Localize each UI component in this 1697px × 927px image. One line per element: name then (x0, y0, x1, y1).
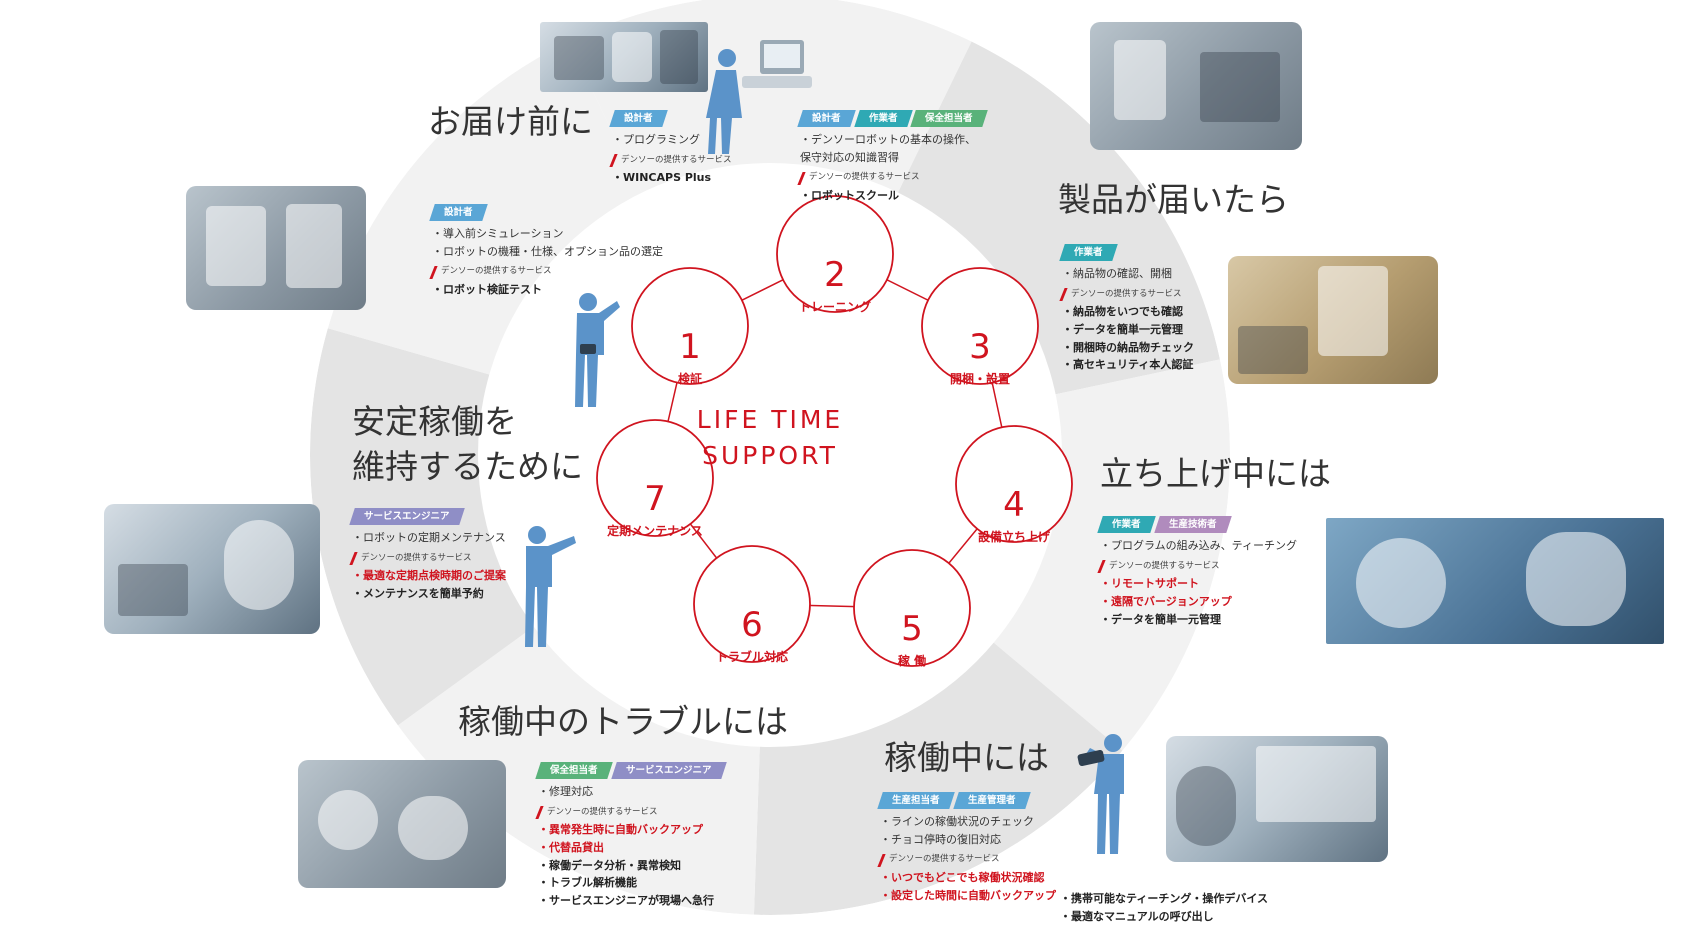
description-list: プログラムの組み込み、ティーチング (1100, 537, 1297, 555)
description-list: ラインの稼働状況のチェック チョコ停時の復旧対応 (880, 813, 1056, 848)
block-in-operation-extra: 携帯可能なティーチング・操作デバイス 最適なマニュアルの呼び出し (1060, 890, 1268, 925)
photo-robot-training (1090, 22, 1302, 150)
service-list: 納品物をいつでも確認 データを簡単一元管理 開梱時の納品物チェック 高セキュリテ… (1062, 303, 1194, 373)
service-heading: デンソーの提供するサービス (877, 853, 1056, 867)
step-name: トレーニング (798, 300, 871, 314)
heading-before-delivery: お届け前に (428, 102, 593, 141)
role-tags: 保全担当者 サービスエンジニア (535, 762, 726, 780)
block-programming: 設計者 プログラミング デンソーの提供するサービス WINCAPS Plus (609, 110, 732, 187)
step-name: 開梱・設置 (949, 372, 1010, 386)
step-5: 5 稼 働 (852, 612, 972, 669)
step-2: 2 トレーニング (775, 258, 895, 315)
role-tags: 設計者 (429, 204, 663, 222)
block-maintenance: サービスエンジニア ロボットの定期メンテナンス デンソーの提供するサービス 最適… (349, 508, 506, 603)
role-tag: 作業者 (1097, 516, 1156, 534)
service-list: ロボットスクール (800, 187, 985, 205)
service-heading: デンソーの提供するサービス (429, 265, 663, 279)
heading-maintenance: 安定稼働を 維持するために (352, 402, 583, 486)
step-3: 3 開梱・設置 (920, 330, 1040, 387)
service-heading: デンソーの提供するサービス (609, 154, 732, 168)
service-list: いつでもどこでも稼働状況確認 設定した時間に自動バックアップ (880, 869, 1056, 904)
heading-trouble: 稼働中のトラブルには (458, 702, 788, 741)
role-tag: 生産管理者 (952, 792, 1030, 810)
service-list: 異常発生時に自動バックアップ 代替品貸出 稼働データ分析・異常検知 トラブル解析… (538, 821, 723, 909)
role-tag: 作業者 (853, 110, 912, 128)
description-list: 納品物の確認、開梱 (1062, 265, 1194, 283)
block-in-operation: 生産担当者 生産管理者 ラインの稼働状況のチェック チョコ停時の復旧対応 デンソ… (877, 792, 1056, 904)
heading-on-arrival: 製品が届いたら (1058, 180, 1289, 219)
block-training: 設計者 作業者 保全担当者 デンソーロボットの基本の操作、 保守対応の知識習得 … (797, 110, 988, 205)
step-name: 定期メンテナンス (607, 524, 703, 538)
step-number: 4 (1003, 485, 1025, 525)
description-list: ロボットの定期メンテナンス (352, 529, 506, 547)
step-number: 6 (741, 605, 763, 645)
step-number: 5 (901, 609, 923, 649)
service-list: ロボット検証テスト (432, 281, 663, 299)
description-list: デンソーロボットの基本の操作、 保守対応の知識習得 (800, 131, 985, 166)
worker-figure-maintenance (525, 526, 576, 647)
center-title: LIFE TIME SUPPORT (696, 405, 844, 471)
worker-figure-operation (1077, 734, 1124, 854)
step-name: 検証 (677, 372, 702, 386)
role-tags: 設計者 (609, 110, 732, 128)
step-4: 4 設備立ち上げ (954, 488, 1074, 545)
step-number: 3 (969, 327, 991, 367)
role-tags: 設計者 作業者 保全担当者 (797, 110, 988, 128)
service-list: リモートサポート 遠隔でバージョンアップ データを簡単一元管理 (1100, 575, 1297, 628)
role-tags: サービスエンジニア (349, 508, 506, 526)
step-name: 設備立ち上げ (977, 530, 1050, 544)
step-7: 7 定期メンテナンス (595, 482, 715, 539)
service-list: 最適な定期点検時期のご提案 メンテナンスを簡単予約 (352, 567, 506, 602)
role-tag: サービスエンジニア (610, 762, 726, 780)
role-tag: 設計者 (609, 110, 668, 128)
description-list: 修理対応 (538, 783, 723, 801)
block-on-arrival: 作業者 納品物の確認、開梱 デンソーの提供するサービス 納品物をいつでも確認 デ… (1059, 244, 1194, 374)
service-heading: デンソーの提供するサービス (1097, 560, 1297, 574)
heading-in-operation: 稼働中には (884, 738, 1049, 777)
step-number: 2 (824, 255, 846, 295)
service-heading: デンソーの提供するサービス (349, 552, 506, 566)
block-trouble: 保全担当者 サービスエンジニア 修理対応 デンソーの提供するサービス 異常発生時… (535, 762, 726, 909)
photo-robot-verification (186, 186, 366, 310)
role-tags: 生産担当者 生産管理者 (877, 792, 1056, 810)
step-name: トラブル対応 (715, 650, 788, 664)
role-tag: 作業者 (1059, 244, 1118, 262)
service-list: 携帯可能なティーチング・操作デバイス 最適なマニュアルの呼び出し (1060, 890, 1268, 925)
role-tag: サービスエンジニア (349, 508, 465, 526)
step-circle (693, 545, 811, 663)
block-verification: 設計者 導入前シミュレーション ロボットの機種・仕様、オプション品の選定 デンソ… (429, 204, 663, 299)
photo-simulation-screen (540, 22, 708, 92)
heading-startup: 立ち上げ中には (1100, 454, 1331, 493)
step-6: 6 トラブル対応 (692, 608, 812, 665)
service-heading: デンソーの提供するサービス (535, 806, 723, 820)
role-tag: 生産担当者 (877, 792, 955, 810)
role-tag: 生産技術者 (1153, 516, 1231, 534)
step-circle (853, 549, 971, 667)
photo-operation-monitor (1166, 736, 1388, 862)
block-startup: 作業者 生産技術者 プログラムの組み込み、ティーチング デンソーの提供するサービ… (1097, 516, 1297, 628)
service-heading: デンソーの提供するサービス (797, 171, 985, 185)
service-heading: デンソーの提供するサービス (1059, 288, 1194, 302)
photo-delivery-box (1228, 256, 1438, 384)
photo-maintenance-operator (104, 504, 320, 634)
photo-remote-support (1326, 518, 1664, 644)
description-list: プログラミング (612, 131, 732, 149)
step-circle (921, 267, 1039, 385)
step-1: 1 検証 (630, 330, 750, 387)
step-number: 7 (644, 479, 666, 519)
worker-figure-designer (706, 40, 812, 154)
description-list: 導入前シミュレーション ロボットの機種・仕様、オプション品の選定 (432, 225, 663, 260)
role-tags: 作業者 生産技術者 (1097, 516, 1297, 534)
role-tag: 保全担当者 (535, 762, 613, 780)
role-tag: 設計者 (797, 110, 856, 128)
step-circle (955, 425, 1073, 543)
photo-repair-stock (298, 760, 506, 888)
role-tag: 設計者 (429, 204, 488, 222)
step-circle (596, 419, 714, 537)
role-tags: 作業者 (1059, 244, 1194, 262)
service-list: WINCAPS Plus (612, 169, 732, 187)
role-tag: 保全担当者 (910, 110, 988, 128)
step-number: 1 (679, 327, 701, 367)
step-name: 稼 働 (897, 654, 927, 668)
